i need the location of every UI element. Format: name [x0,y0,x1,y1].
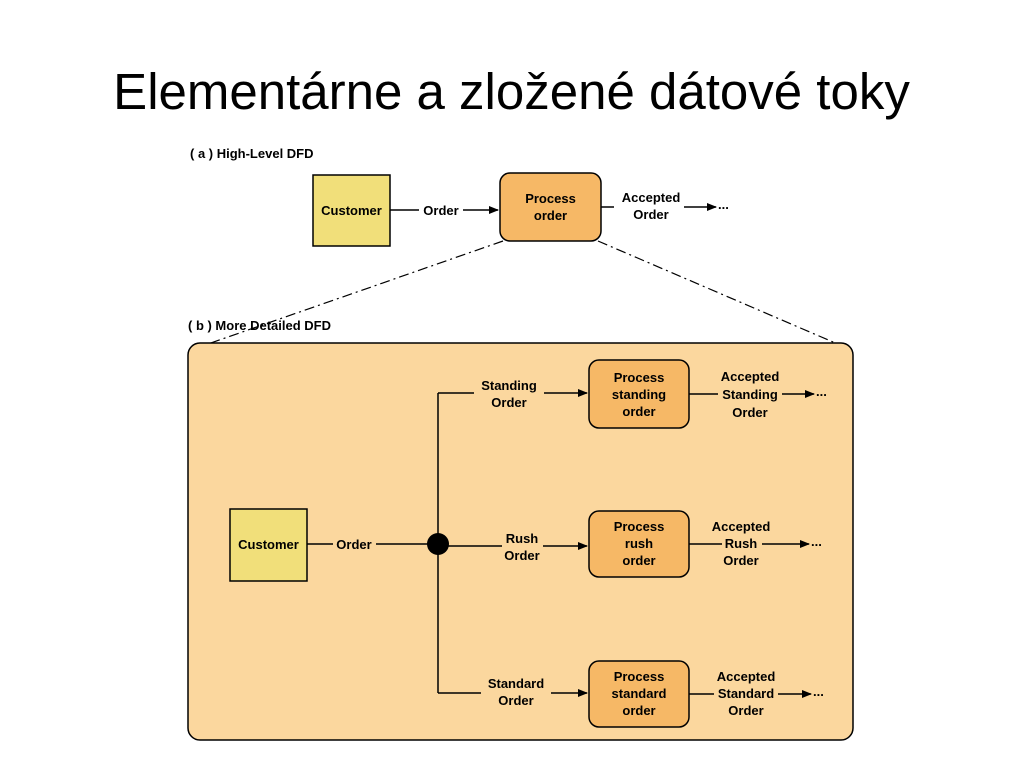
zoom-line-left [204,240,504,346]
process-order-a [499,172,602,242]
branch-standing-flow-line-1: Standing [481,378,537,393]
branch-standing-flow-line-2: Order [491,395,526,410]
accepted-standing-line-1: Accepted [721,369,780,384]
continuation-a: ... [718,197,729,212]
zoom-line-right [597,240,841,346]
accepted-rush-line-3: Order [723,553,758,568]
process-standing-line-1: Process [614,370,665,385]
entity-customer-b-label: Customer [238,537,299,552]
branch-rush-flow-line-1: Rush [506,531,539,546]
branch-standard-flow-line-1: Standard [488,676,544,691]
process-rush-line-2: rush [625,536,653,551]
process-standard-line-2: standard [612,686,667,701]
process-standing-line-2: standing [612,387,666,402]
flow-order-b-label: Order [336,537,371,552]
flow-order-a-label: Order [423,203,458,218]
branch-standard-flow-line-2: Order [498,693,533,708]
continuation-rush: ... [811,534,822,549]
process-order-a-line-1: Process [525,191,576,206]
entity-customer-b [229,508,308,582]
process-rush-line-3: order [622,553,655,568]
flow-accepted-a-line-2: Order [633,207,668,222]
continuation-standard: ... [813,684,824,699]
process-standard-line-1: Process [614,669,665,684]
accepted-standard-line-1: Accepted [717,669,776,684]
process-standard-line-3: order [622,703,655,718]
entity-customer-a [312,174,391,247]
accepted-standing-line-2: Standing [722,387,778,402]
accepted-standard-line-3: Order [728,703,763,718]
entity-customer-a-label: Customer [321,203,382,218]
slide-title: Elementárne a zložené dátové toky [113,63,910,120]
accepted-rush-line-2: Rush [725,536,758,551]
section-a-label: ( a ) High-Level DFD [190,146,314,161]
accepted-standing-line-3: Order [732,405,767,420]
process-standing-line-3: order [622,404,655,419]
continuation-standing: ... [816,384,827,399]
process-rush-line-1: Process [614,519,665,534]
detailed-dfd-panel [187,342,854,741]
section-b-label: ( b ) More Detailed DFD [188,318,331,333]
accepted-standard-line-2: Standard [718,686,774,701]
accepted-rush-line-1: Accepted [712,519,771,534]
flow-accepted-a-line-1: Accepted [622,190,681,205]
branch-rush-flow-line-2: Order [504,548,539,563]
process-order-a-line-2: order [534,208,567,223]
